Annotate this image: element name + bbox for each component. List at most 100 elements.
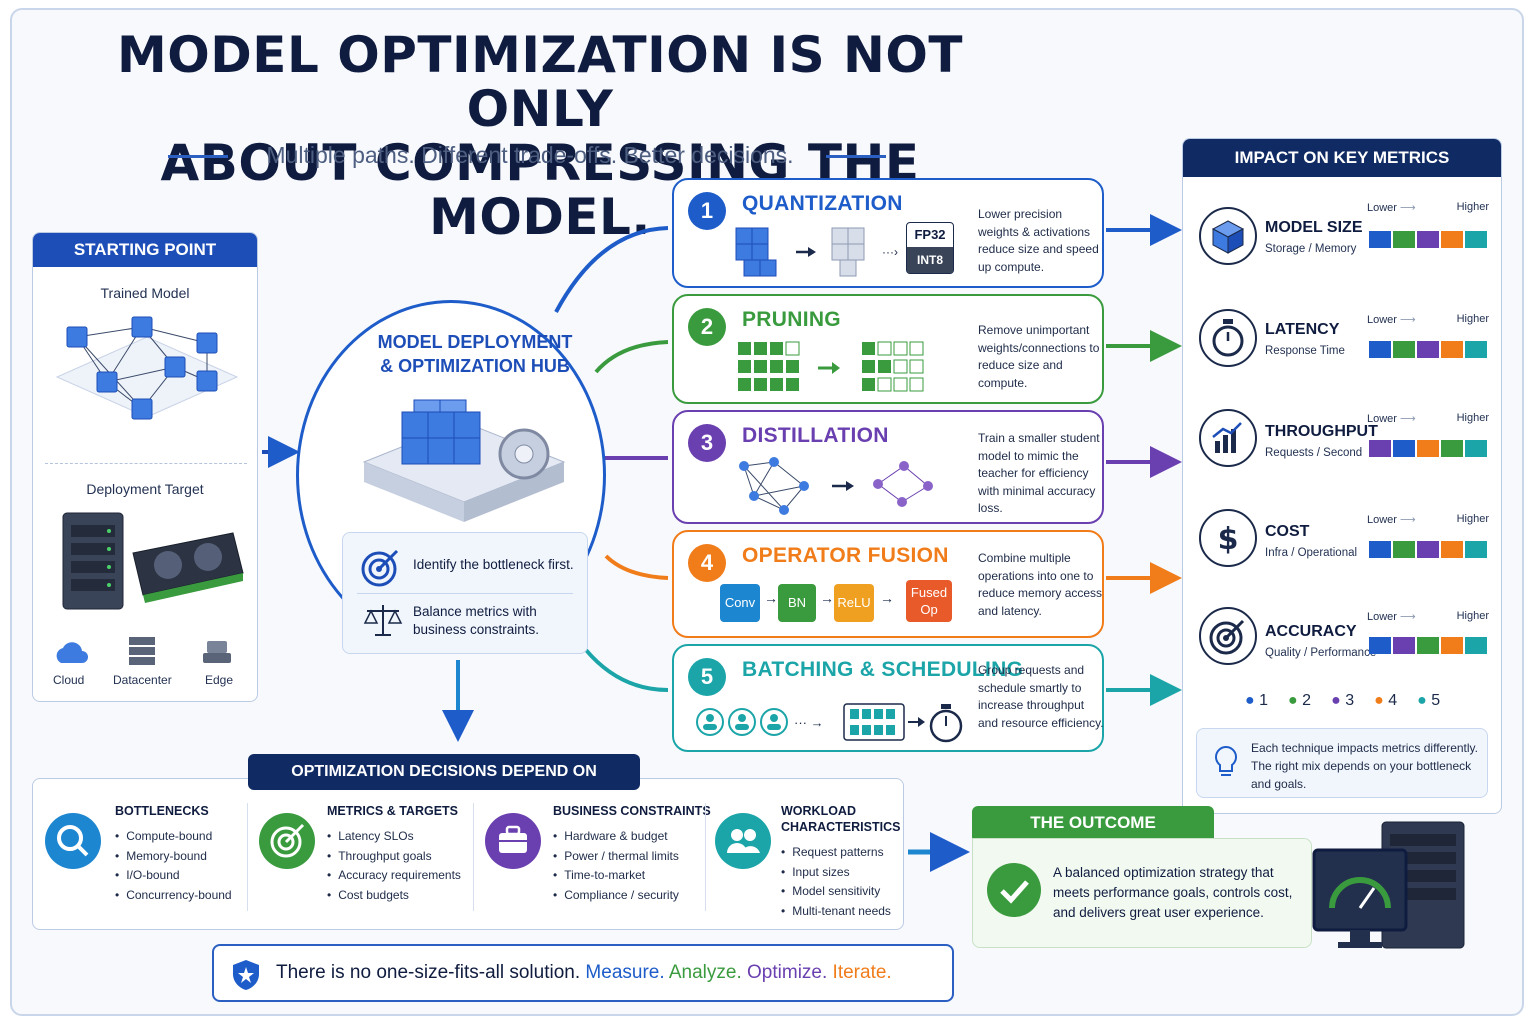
- connector-fusion: [604, 554, 669, 580]
- legend-item: ● 3: [1331, 692, 1355, 709]
- technique-number: 4: [688, 544, 726, 582]
- checkmark-icon: [987, 863, 1041, 917]
- list-item: Memory-bound: [115, 847, 232, 867]
- technique-title: BATCHING & SCHEDULING: [742, 658, 1024, 681]
- decision-title: BOTTLENECKS: [115, 804, 209, 818]
- impact-bar-segment: [1393, 541, 1415, 558]
- cloud-target: Cloud: [53, 637, 89, 687]
- impact-bar-segment: [1441, 541, 1463, 558]
- metric-subtitle: Requests / Second: [1265, 447, 1363, 459]
- quantization-illustration: ···›: [735, 227, 898, 277]
- divider: [45, 463, 247, 464]
- impact-bar-segment: [1441, 231, 1463, 248]
- impact-bar-segment: [1369, 231, 1391, 248]
- metric-subtitle: Quality / Performance: [1265, 647, 1377, 659]
- technique-legend: ● 1 ● 2 ● 3 ● 4 ● 5: [1245, 692, 1440, 710]
- list-item: Power / thermal limits: [553, 847, 711, 867]
- decision-column-constraints: BUSINESS CONSTRAINTS Hardware & budget P…: [553, 803, 711, 905]
- list-item: Concurrency-bound: [115, 886, 231, 906]
- impact-bar-segment: [1369, 637, 1391, 654]
- metric-subtitle: Infra / Operational: [1265, 547, 1358, 559]
- legend-item: ● 2: [1288, 692, 1312, 709]
- decision-column-workload: WORKLOAD CHARACTERISTICS Request pattern…: [781, 803, 900, 921]
- impact-bar-segment: [1417, 541, 1439, 558]
- chip-int8: INT8: [907, 247, 953, 273]
- technique-title: DISTILLATION: [742, 424, 889, 447]
- scale-arrow: ⟶: [1400, 611, 1416, 623]
- impact-bar-segment: [1417, 231, 1439, 248]
- metric-scale: Lower ⟶ Higher: [1367, 513, 1489, 526]
- decision-title: METRICS & TARGETS: [327, 804, 459, 818]
- precision-chip: FP32 INT8: [906, 222, 954, 274]
- chip-fp32: FP32: [914, 227, 946, 242]
- neural-network-icon: [55, 316, 239, 420]
- model-cube-gear-icon: [362, 399, 566, 522]
- dollar-icon: $: [1199, 509, 1257, 567]
- technique-number: 3: [688, 424, 726, 462]
- metric-scale: Lower ⟶ Higher: [1367, 412, 1489, 425]
- list-item: Request patterns: [781, 843, 899, 863]
- metric-bars: [1369, 541, 1487, 558]
- op-arrow: →: [880, 590, 894, 606]
- impact-bar-segment: [1417, 341, 1439, 358]
- technique-batching-scheduling: 5 BATCHING & SCHEDULING ··· → Group requ…: [672, 644, 1104, 752]
- server-gpu-icon: [62, 512, 244, 610]
- metric-scale: Lower ⟶ Higher: [1367, 313, 1489, 326]
- datacenter-icon: [129, 637, 155, 665]
- legend-num: 1: [1259, 692, 1269, 709]
- search-icon: [45, 813, 101, 869]
- list-item: Compliance / security: [553, 886, 711, 906]
- impact-bar-segment: [1465, 541, 1487, 558]
- target-label-edge: Edge: [205, 673, 234, 687]
- subtitle-rule-right: [826, 155, 886, 158]
- metric-title: LATENCY: [1265, 321, 1340, 338]
- subtitle-rule-left: [168, 155, 228, 158]
- hub-title-line-1: MODEL DEPLOYMENT: [377, 332, 573, 352]
- banner-word-measure: Measure.: [585, 962, 665, 983]
- legend-item: ● 1: [1245, 692, 1269, 709]
- metric-scale: Lower ⟶ Higher: [1367, 610, 1489, 623]
- divider: [473, 803, 474, 911]
- impact-bar-segment: [1465, 231, 1487, 248]
- scale-high: Higher: [1456, 313, 1489, 325]
- technique-number: 5: [688, 658, 726, 696]
- impact-bar-segment: [1465, 341, 1487, 358]
- note-text: Each technique impacts metrics different…: [1251, 741, 1478, 791]
- decision-list: Compute-bound Memory-bound I/O-bound Con…: [115, 827, 232, 906]
- edge-device-icon: [203, 641, 231, 663]
- op-relu: ReLU: [834, 584, 874, 622]
- target-icon: [259, 813, 315, 869]
- metric-subtitle: Storage / Memory: [1265, 243, 1357, 255]
- technique-description: Lower precision weights & activations re…: [978, 207, 1099, 274]
- op-bn: BN: [778, 584, 816, 622]
- impact-bar-segment: [1369, 541, 1391, 558]
- technique-title: OPERATOR FUSION: [742, 544, 949, 567]
- hub-title-line-2: & OPTIMIZATION HUB: [380, 356, 570, 376]
- svg-text:$: $: [1218, 522, 1239, 557]
- legend-item: ● 5: [1417, 692, 1441, 709]
- list-item: Hardware & budget: [553, 827, 711, 847]
- outcome-heading: THE OUTCOME: [972, 806, 1214, 840]
- briefcase-icon: [485, 813, 541, 869]
- trained-model-label: Trained Model: [100, 285, 190, 301]
- hub-point-balance: Balance metrics with business constraint…: [413, 604, 540, 637]
- scale-low: Lower: [1367, 314, 1397, 326]
- deployment-target-label: Deployment Target: [86, 481, 204, 497]
- metrics-heading: IMPACT ON KEY METRICS: [1183, 139, 1501, 177]
- decision-title: BUSINESS CONSTRAINTS: [553, 804, 711, 818]
- shield-star-icon: [233, 960, 259, 990]
- impact-bar-segment: [1393, 637, 1415, 654]
- technique-quantization: 1 QUANTIZATION ···› FP32 INT8 Lower prec…: [672, 178, 1104, 288]
- metrics-note: Each technique impacts metrics different…: [1196, 728, 1488, 798]
- scale-arrow: ⟶: [1400, 413, 1416, 425]
- divider: [247, 803, 248, 911]
- scale-high: Higher: [1456, 412, 1489, 424]
- technique-description: Train a smaller student model to mimic t…: [978, 431, 1100, 515]
- technique-description: Combine multiple operations into one to …: [978, 551, 1103, 618]
- divider: [357, 593, 573, 594]
- list-item: Latency SLOs: [327, 827, 461, 847]
- scale-high: Higher: [1456, 513, 1489, 525]
- technique-pruning: 2 PRUNING Remove unimportant weights/con…: [672, 294, 1104, 404]
- impact-bar-segment: [1441, 637, 1463, 654]
